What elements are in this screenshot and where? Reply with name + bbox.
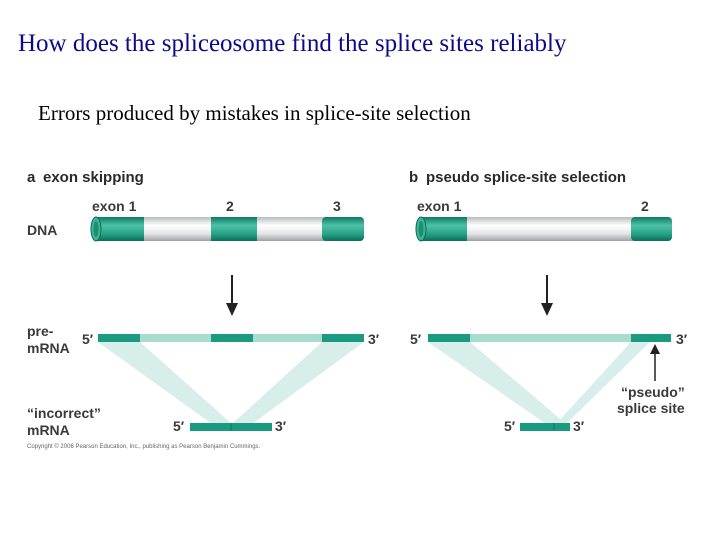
panel-a-letter: a bbox=[27, 169, 36, 186]
dna-label: DNA bbox=[27, 222, 57, 238]
incorrect-mrna-label-line1: “incorrect” bbox=[27, 405, 101, 421]
panel-a-arrow bbox=[226, 275, 238, 316]
panel-b-splice-wedge-right bbox=[556, 342, 650, 424]
panel-b-premrna-strand bbox=[428, 334, 671, 342]
panel-a-heading: exon skipping bbox=[43, 169, 144, 186]
premrna-label-line2: mRNA bbox=[27, 340, 70, 356]
incorrect-mrna-label-line2: mRNA bbox=[27, 422, 70, 438]
panel-b-exon2-segment bbox=[631, 217, 672, 241]
panel-b-dna-tube bbox=[415, 216, 672, 242]
panel-b-splice-wedge-left bbox=[428, 342, 566, 424]
pseudo-splice-site-label-line2: splice site bbox=[617, 400, 685, 416]
panel-b-exon1-segment bbox=[421, 217, 467, 241]
copyright-note: Copyright © 2006 Pearson Education, Inc.… bbox=[27, 443, 261, 450]
panel-a-splice-wedge-left bbox=[98, 342, 232, 424]
panel-b-intron-segment bbox=[421, 217, 672, 241]
panel-a-exon3-segment bbox=[322, 217, 364, 241]
panel-b-tube-end-inner bbox=[418, 221, 424, 237]
panel-a-mrna-3prime: 3′ bbox=[275, 418, 287, 434]
panel-a-premrna-exon1 bbox=[98, 334, 140, 342]
page-title: How does the spliceosome find the splice… bbox=[18, 30, 567, 57]
panel-b-heading: pseudo splice-site selection bbox=[426, 169, 626, 186]
panel-b-exon2-label: 2 bbox=[641, 198, 649, 214]
panel-b-incorrect-mrna bbox=[520, 423, 570, 431]
pseudo-splice-site-label-line1: “pseudo” bbox=[621, 384, 685, 400]
panel-b-mrna-5prime: 5′ bbox=[504, 418, 516, 434]
panel-a-premrna-exon2 bbox=[211, 334, 253, 342]
panel-b-mrna-3prime: 3′ bbox=[573, 418, 585, 434]
panel-b-letter: b bbox=[409, 169, 418, 186]
panel-b-premrna-exon2 bbox=[631, 334, 671, 342]
panel-a-exon2-label: 2 bbox=[226, 198, 234, 214]
panel-a-splice-wedge-right bbox=[232, 342, 364, 424]
premrna-label-line1: pre- bbox=[27, 323, 54, 339]
pseudo-site-arrow bbox=[650, 344, 660, 381]
panel-a-exon2-segment bbox=[211, 217, 257, 241]
panel-a-exon1-segment bbox=[96, 217, 144, 241]
panel-b-premrna-3prime: 3′ bbox=[676, 331, 688, 347]
panel-b-exon1-label: exon 1 bbox=[417, 198, 462, 214]
panel-a-exon1-label: exon 1 bbox=[92, 198, 137, 214]
panel-a-premrna-3prime: 3′ bbox=[368, 331, 380, 347]
page-subtitle: Errors produced by mistakes in splice-si… bbox=[38, 101, 471, 125]
panel-b-arrow bbox=[541, 275, 553, 316]
panel-b-premrna-5prime: 5′ bbox=[410, 331, 422, 347]
panel-a-exon3-label: 3 bbox=[333, 198, 341, 214]
panel-a-tube-end-inner bbox=[93, 221, 99, 237]
panel-a-premrna-5prime: 5′ bbox=[82, 331, 94, 347]
panel-a-dna-tube bbox=[90, 216, 364, 242]
panel-a-premrna-exon3 bbox=[322, 334, 364, 342]
panel-a-mrna-5prime: 5′ bbox=[173, 418, 185, 434]
panel-b-premrna-exon1 bbox=[428, 334, 470, 342]
